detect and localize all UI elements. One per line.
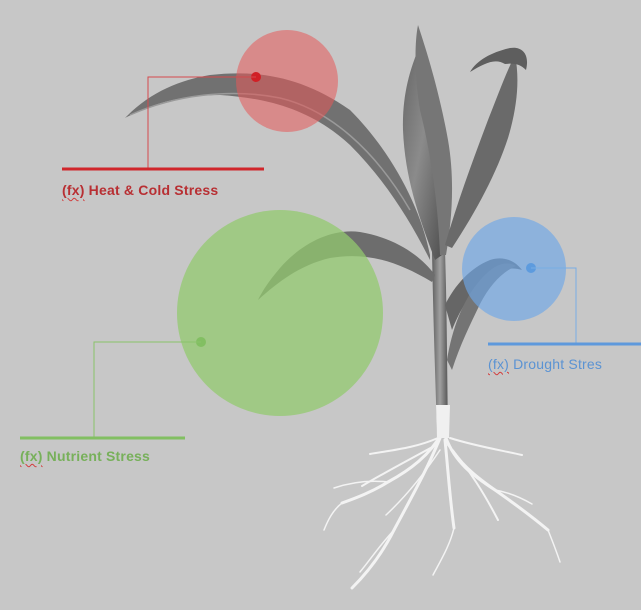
drought-zone-circle xyxy=(462,217,566,321)
heat-zone-circle xyxy=(236,30,338,132)
drought-stress-label: (fx) Drought Stres xyxy=(488,356,602,372)
stalk-base xyxy=(436,405,450,438)
drought-fx-label: (fx) xyxy=(488,356,509,372)
heat-callout xyxy=(62,30,338,169)
heat-stress-text: Heat & Cold Stress xyxy=(85,182,219,198)
drought-stress-text: Drought Stres xyxy=(509,356,602,372)
nutrient-stress-text: Nutrient Stress xyxy=(43,448,150,464)
heat-cold-stress-label: (fx) Heat & Cold Stress xyxy=(62,182,218,198)
heat-fx-label: (fx) xyxy=(62,182,85,198)
nutrient-leader-line xyxy=(94,342,201,438)
root-system xyxy=(324,433,560,588)
flag-leaf xyxy=(470,48,527,72)
drought-callout xyxy=(462,217,641,344)
nutrient-fx-label: (fx) xyxy=(20,448,43,464)
nutrient-callout xyxy=(20,210,383,438)
nutrient-stress-label: (fx) Nutrient Stress xyxy=(20,448,150,464)
nutrient-zone-circle xyxy=(177,210,383,416)
